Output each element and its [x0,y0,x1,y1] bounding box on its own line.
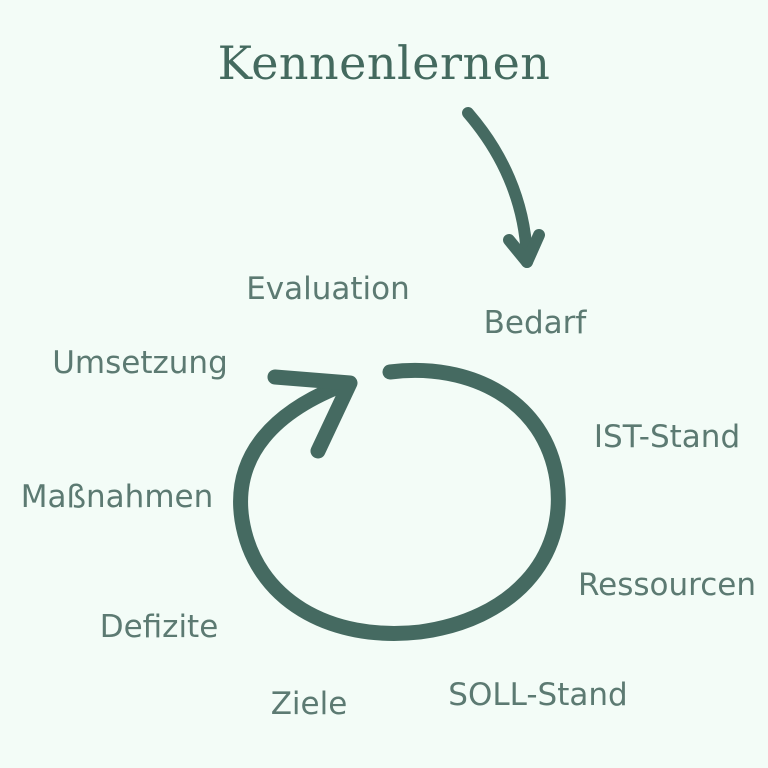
step-defizite: Defizite [99,609,219,645]
step-massnahmen: Maßnahmen [20,479,214,515]
cycle-arrow-head [267,369,358,459]
cycle-arrow [233,362,566,641]
entry-arrow-head [503,229,545,268]
step-ist-stand: IST-Stand [593,419,741,455]
step-bedarf: Bedarf [483,305,587,341]
step-soll-stand: SOLL-Stand [448,677,628,713]
step-ressourcen: Ressourcen [578,567,756,603]
diagram-title: Kennenlernen [217,36,551,90]
entry-arrow [462,107,533,268]
step-ziele: Ziele [270,686,348,722]
step-evaluation: Evaluation [246,271,410,307]
step-umsetzung: Umsetzung [52,345,228,381]
